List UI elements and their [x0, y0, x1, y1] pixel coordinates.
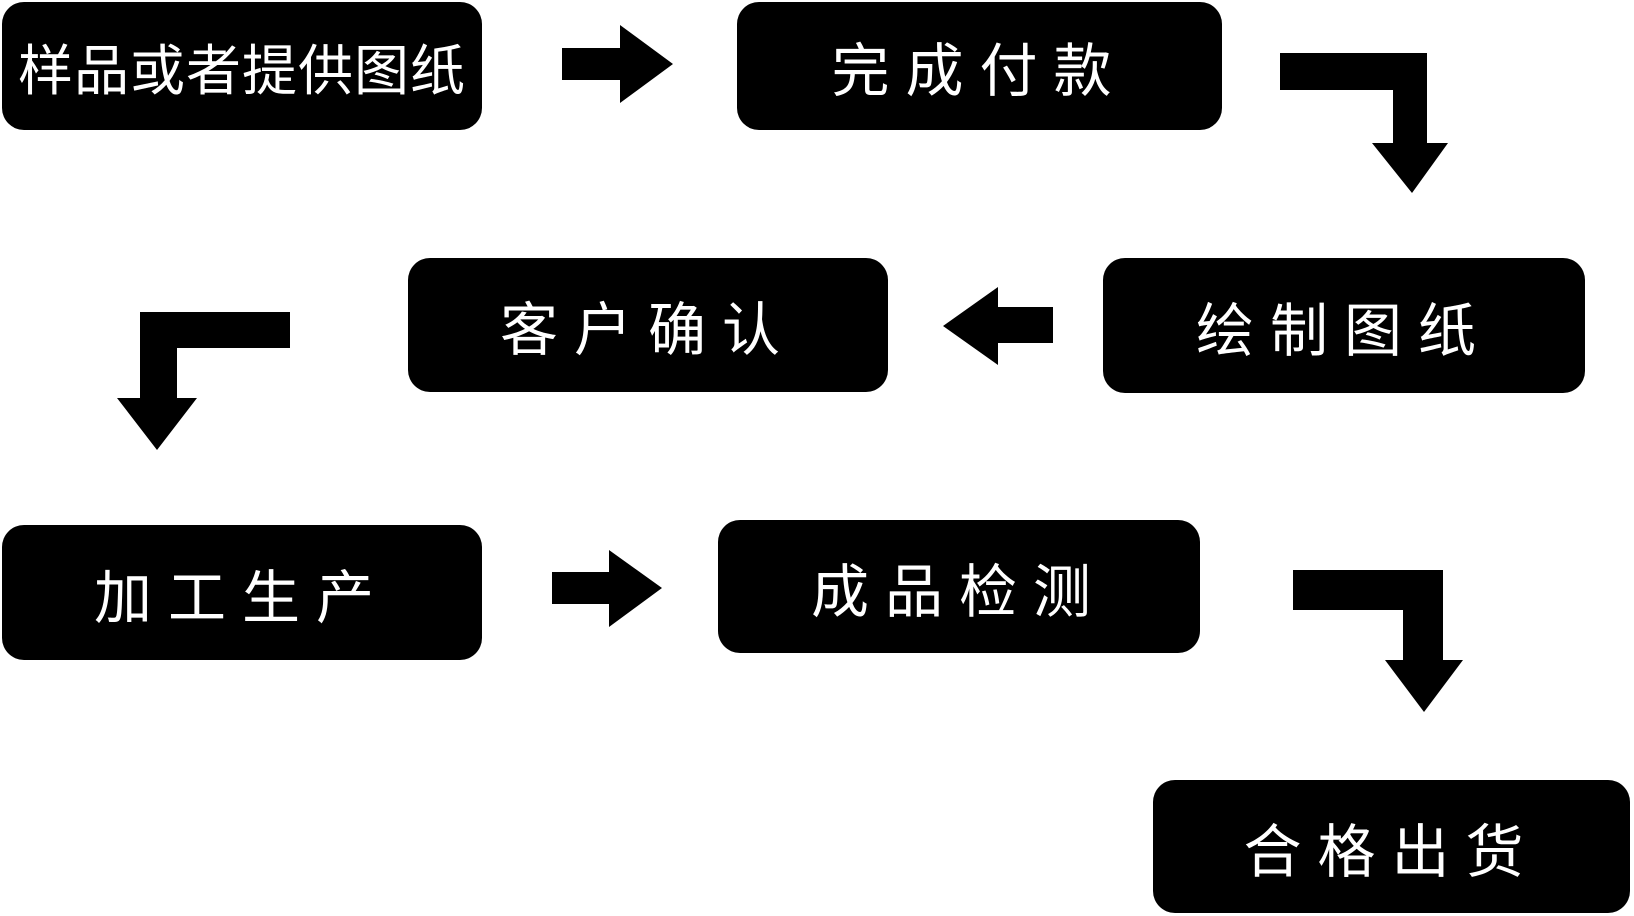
arrow-right-icon — [552, 550, 662, 627]
node-complete-payment: 完成付款 — [737, 2, 1222, 130]
arrow-elbow-right-down-icon — [1280, 53, 1448, 193]
arrow-elbow-right-down-icon — [1293, 570, 1463, 712]
node-draw-drawings: 绘制图纸 — [1103, 258, 1585, 393]
node-qualified-shipment: 合格出货 — [1153, 780, 1630, 913]
arrow-left-icon — [943, 287, 1053, 365]
arrow-elbow-left-down-icon — [117, 312, 290, 450]
node-sample-or-drawing: 样品或者提供图纸 — [2, 2, 482, 130]
node-processing-production: 加工生产 — [2, 525, 482, 660]
node-customer-confirmation: 客户确认 — [408, 258, 888, 392]
arrow-right-icon — [562, 25, 673, 103]
node-product-inspection: 成品检测 — [718, 520, 1200, 653]
